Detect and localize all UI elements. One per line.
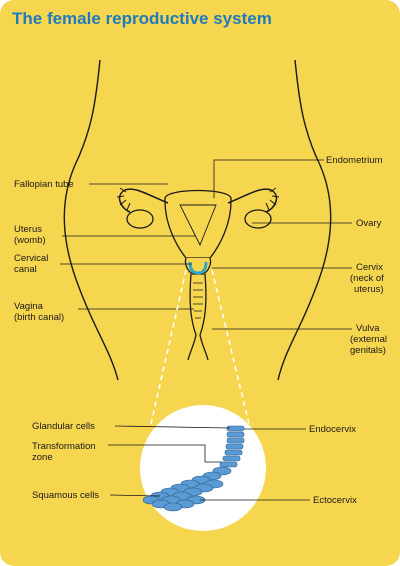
label-endocervix: Endocervix — [309, 424, 356, 435]
ovary-right — [244, 209, 272, 229]
label-uterus: Uterus (womb) — [14, 224, 46, 246]
label-squamous-cells: Squamous cells — [32, 490, 99, 501]
leader-transformation-zone — [108, 444, 222, 463]
magnified-cells-circle — [140, 405, 266, 531]
zoom-guide-left — [149, 269, 187, 429]
endocervix-cells — [219, 425, 245, 468]
label-ectocervix: Ectocervix — [313, 495, 357, 506]
label-transformation-zone: Transformation zone — [32, 441, 98, 463]
body-outline-left — [63, 59, 119, 381]
fimbriae-left — [116, 187, 131, 211]
label-glandular-cells: Glandular cells — [32, 421, 95, 432]
cervix-highlight — [188, 261, 208, 275]
leader-glandular-cells — [114, 425, 231, 429]
label-endometrium: Endometrium — [326, 155, 383, 166]
zoom-guide-right — [211, 269, 251, 429]
label-cervix: Cervix (neck of uterus) — [350, 262, 386, 295]
body-outline-right — [277, 59, 332, 381]
leader-endometrium — [213, 159, 324, 198]
label-ovary: Ovary — [356, 218, 382, 229]
uterine-cavity — [179, 204, 217, 247]
squamous-cells-group — [142, 466, 232, 512]
diagram-title: The female reproductive system — [12, 9, 272, 28]
vagina-folds — [193, 282, 203, 319]
fallopian-tube-left — [118, 188, 169, 213]
label-cervical-canal: Cervical canal — [14, 253, 51, 275]
label-vagina: Vagina (birth canal) — [14, 301, 64, 323]
vagina-shape — [189, 273, 207, 336]
fimbriae-right — [265, 187, 280, 211]
fallopian-tube-right — [227, 188, 278, 213]
vulva-shape — [187, 334, 209, 361]
label-fallopian-tube: Fallopian tube — [14, 179, 74, 190]
leader-squamous-cells — [109, 494, 161, 497]
label-vulva: Vulva (external genitals) — [350, 323, 390, 356]
ovary-left — [126, 209, 154, 229]
uterus-shape — [164, 189, 232, 259]
